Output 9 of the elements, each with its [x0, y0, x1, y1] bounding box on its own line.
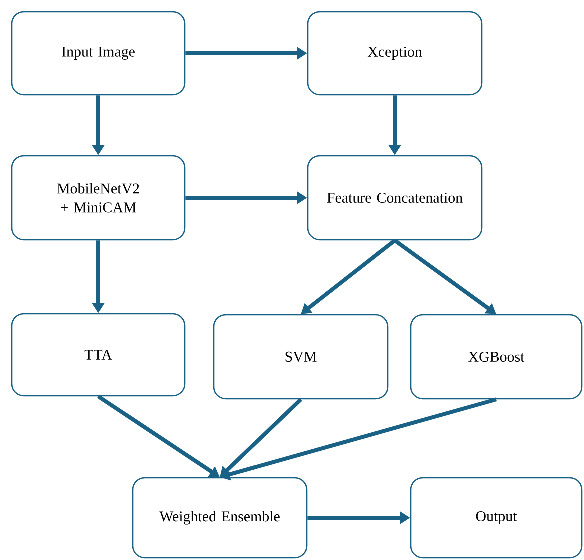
process-box: Output — [410, 477, 583, 559]
process-box: TTA — [11, 313, 186, 397]
process-box: Xception — [307, 11, 483, 96]
process-box: XGBoost — [410, 314, 583, 400]
process-box: Weighted Ensemble — [132, 477, 308, 559]
process-box: Feature Concatenation — [307, 155, 483, 241]
process-box: MobileNetV2 + MiniCAM — [11, 155, 186, 241]
process-box: SVM — [213, 314, 389, 400]
process-box: Input Image — [11, 11, 186, 96]
